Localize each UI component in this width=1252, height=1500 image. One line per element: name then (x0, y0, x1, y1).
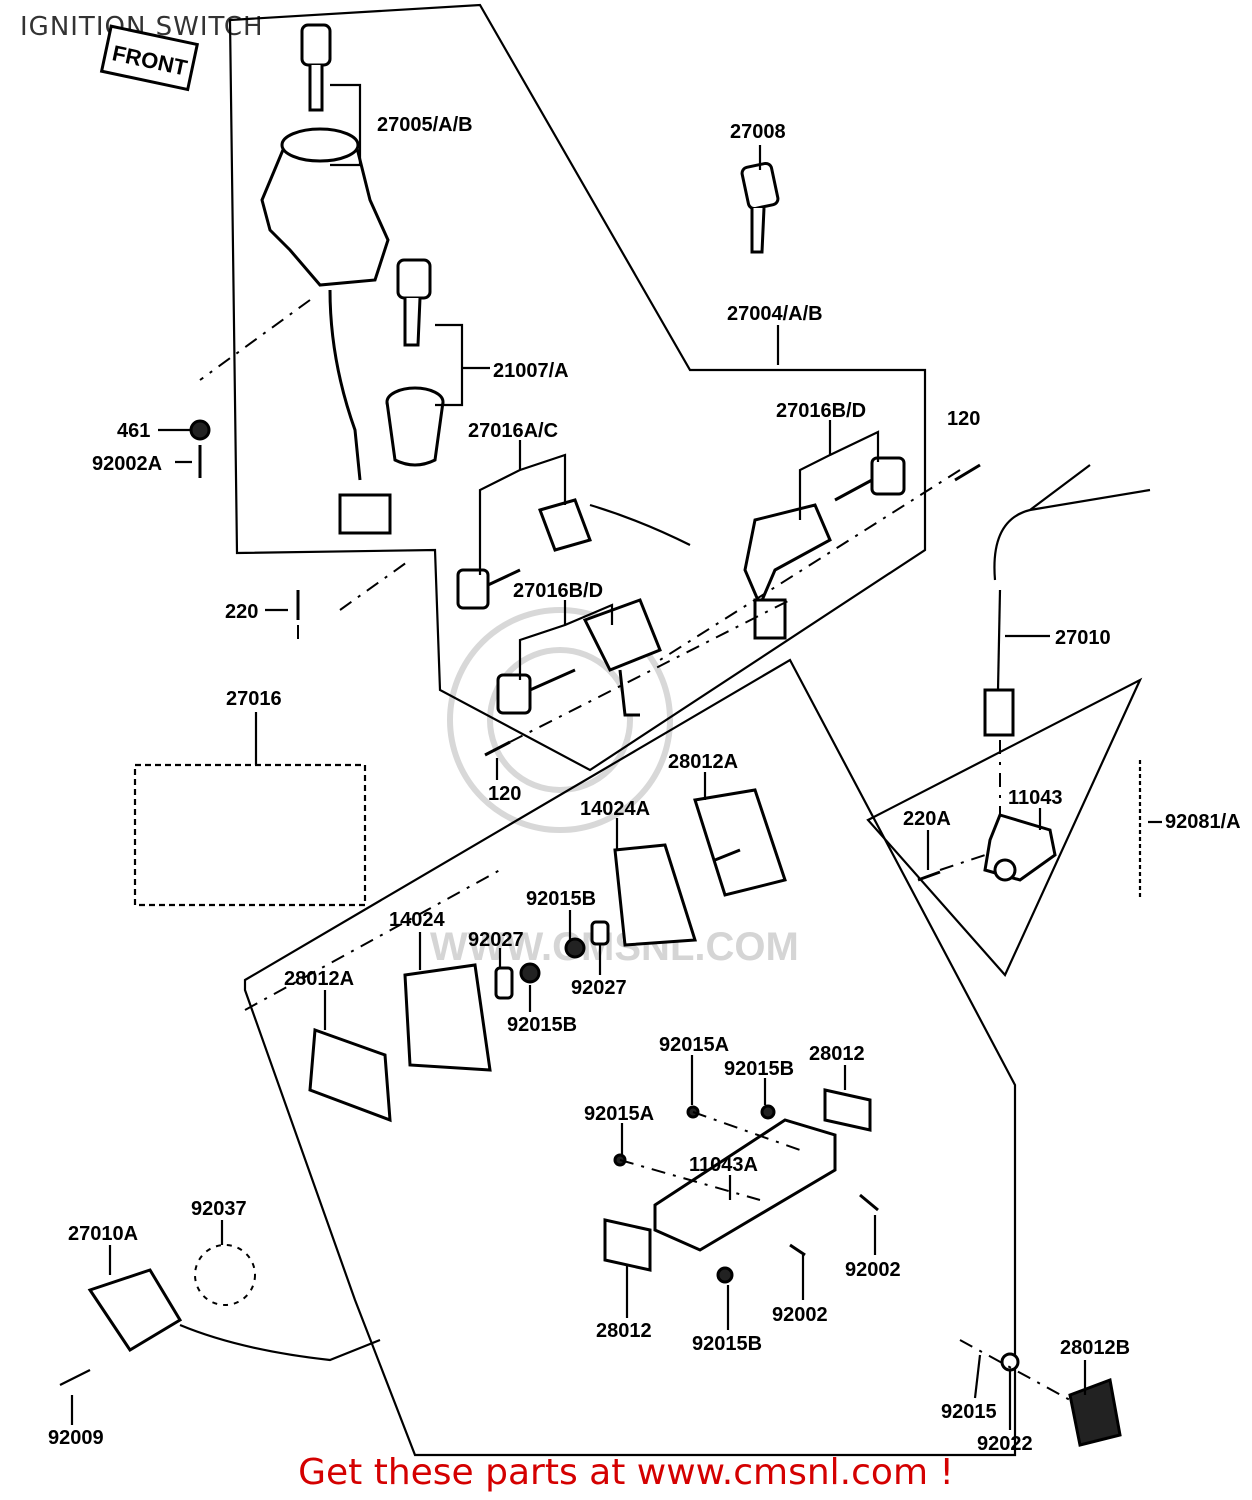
label-92027-b: 92027 (571, 977, 627, 999)
footer-link-text[interactable]: Get these parts at www.cmsnl.com ! (298, 1452, 954, 1493)
label-27008: 27008 (730, 121, 786, 143)
key-27008 (740, 161, 780, 254)
label-27010a: 27010A (68, 1223, 138, 1245)
key-27005 (300, 23, 332, 112)
label-27016bd-top: 27016B/D (776, 400, 866, 422)
plate-28012a-top (693, 788, 787, 897)
cover-92037 (194, 1244, 256, 1306)
plate-14024a (613, 843, 698, 947)
label-461: 461 (117, 420, 150, 442)
label-92002a: 92002A (92, 453, 162, 475)
plate-14024 (403, 963, 492, 1072)
key-21007 (396, 258, 432, 347)
label-28012b: 28012B (1060, 1337, 1130, 1359)
label-27004: 27004/A/B (727, 303, 823, 325)
label-28012-a: 28012 (809, 1043, 865, 1065)
label-27010: 27010 (1055, 627, 1111, 649)
group-border-27016 (133, 763, 367, 907)
label-92015b-a: 92015B (526, 888, 596, 910)
label-27016: 27016 (226, 688, 282, 710)
label-92037: 92037 (191, 1198, 247, 1220)
bracket-11043 (983, 813, 1057, 882)
switch-27010a (59, 1268, 381, 1386)
assembly-lines (199, 299, 1071, 1401)
front-tag: FRONT (99, 24, 200, 92)
label-11043: 11043 (1008, 787, 1063, 809)
ignition-switch-body (260, 127, 392, 535)
label-92015: 92015 (941, 1401, 997, 1423)
lock-27016ac (456, 498, 691, 610)
label-28012-b: 28012 (596, 1320, 652, 1342)
part-labels: 27005/A/B 27008 21007/A 27004/A/B 461 92… (48, 114, 1241, 1455)
label-220a: 220A (903, 808, 951, 830)
watermark: WWW.CMSNL.COM (430, 607, 799, 969)
label-28012a-left: 28012A (284, 968, 354, 990)
label-220: 220 (225, 601, 258, 623)
label-92015a-a: 92015A (659, 1034, 729, 1056)
switch-27010 (983, 464, 1151, 737)
bolts (189, 419, 981, 1284)
label-92015b-c: 92015B (724, 1058, 794, 1080)
label-92015a-b: 92015A (584, 1103, 654, 1125)
lock-cylinder-21007 (385, 386, 445, 467)
bushings (494, 920, 610, 1000)
lock-27016bd-mid (496, 598, 662, 717)
label-120-top: 120 (947, 408, 980, 430)
watermark-text: WWW.CMSNL.COM (430, 925, 799, 969)
label-92081: 92081/A (1165, 811, 1241, 833)
label-92027-a: 92027 (468, 929, 524, 951)
group-border-lower (243, 658, 1017, 1457)
label-27016ac: 27016A/C (468, 420, 558, 442)
label-14024: 14024 (389, 909, 445, 931)
cap-28012b (1000, 1352, 1122, 1447)
group-border-11043 (866, 677, 1143, 977)
label-92022: 92022 (977, 1433, 1033, 1455)
label-92002-b: 92002 (772, 1304, 828, 1326)
label-14024a: 14024A (580, 798, 650, 820)
lock-27016bd-top (743, 456, 906, 640)
label-120-bottom: 120 (488, 783, 521, 805)
label-27016bd-mid: 27016B/D (513, 580, 603, 602)
label-21007: 21007/A (493, 360, 569, 382)
label-92002-a: 92002 (845, 1259, 901, 1281)
label-28012a-top: 28012A (668, 751, 738, 773)
label-92009: 92009 (48, 1427, 104, 1449)
label-92015b-b: 92015B (507, 1014, 577, 1036)
bracket-11043a (603, 1088, 872, 1272)
plate-28012a-left (308, 1027, 392, 1123)
label-11043a: 11043A (689, 1154, 758, 1176)
group-border-upper (228, 3, 927, 772)
leader-lines (70, 83, 1162, 1430)
label-27005: 27005/A/B (377, 114, 473, 136)
label-92015b-d: 92015B (692, 1333, 762, 1355)
